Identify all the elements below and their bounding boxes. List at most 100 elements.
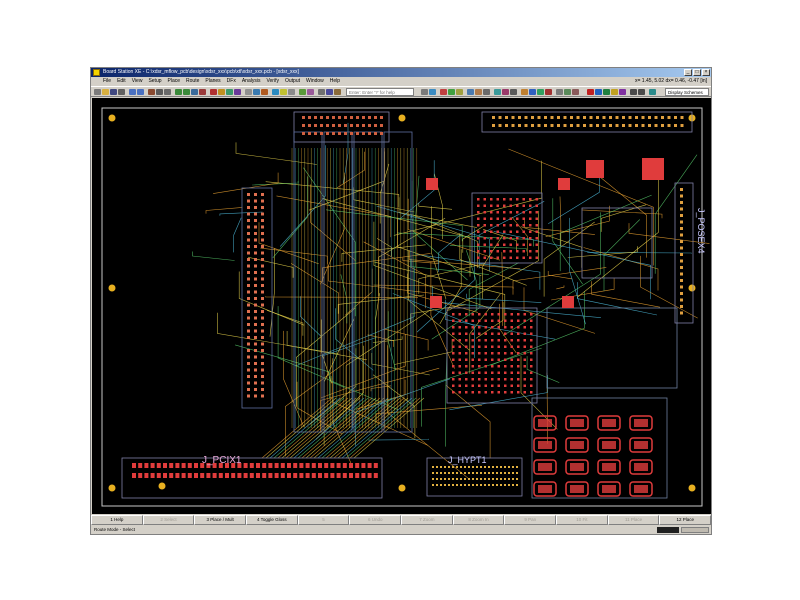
place-icon[interactable] <box>218 89 225 95</box>
stop-icon[interactable] <box>545 89 552 95</box>
add-via-icon[interactable] <box>619 89 626 95</box>
add-trace-icon[interactable] <box>611 89 618 95</box>
save-icon[interactable] <box>110 89 117 95</box>
copy-icon[interactable] <box>156 89 163 95</box>
autoroute-icon[interactable] <box>529 89 536 95</box>
fkey-8[interactable]: 8 Zoom In <box>452 515 505 525</box>
paste-icon[interactable] <box>164 89 171 95</box>
maximize-button[interactable]: □ <box>693 69 701 76</box>
fkey-10[interactable]: 10 Fit <box>556 515 608 525</box>
grid-icon[interactable] <box>245 89 252 95</box>
menu-dfx[interactable]: DFx <box>226 78 236 84</box>
redraw-icon[interactable] <box>199 89 206 95</box>
fanout-trace <box>285 397 357 459</box>
fkey-4[interactable]: 4 Toggle Gloss <box>246 515 298 525</box>
pcb-canvas[interactable]: J_PCIX1 J_HYPT1 J_POSEX4 <box>92 98 712 514</box>
filter-icon[interactable] <box>440 89 447 95</box>
menu-edit[interactable]: Edit <box>117 78 126 84</box>
menu-route[interactable]: Route <box>186 78 200 84</box>
fanout-icon[interactable] <box>299 89 306 95</box>
layer-icon[interactable] <box>272 89 279 95</box>
route-icon[interactable] <box>226 89 233 95</box>
new-icon[interactable] <box>94 89 101 95</box>
menu-file[interactable]: File <box>103 78 112 84</box>
menu-verify[interactable]: Verify <box>266 78 279 84</box>
via-icon[interactable] <box>288 89 295 95</box>
layer-up-icon[interactable] <box>630 89 637 95</box>
clear-highlight-icon[interactable] <box>587 89 594 95</box>
trace <box>408 250 470 351</box>
cut-icon[interactable] <box>148 89 155 95</box>
history-icon[interactable] <box>421 89 428 95</box>
lock-icon[interactable] <box>510 89 517 95</box>
bga-ball <box>523 384 526 387</box>
fkey-9[interactable]: 9 Pan <box>504 515 557 525</box>
drc-icon[interactable] <box>261 89 268 95</box>
properties-icon[interactable] <box>318 89 325 95</box>
print-icon[interactable] <box>118 89 125 95</box>
net-icon[interactable] <box>280 89 287 95</box>
fkey-3[interactable]: 3 Place / Mult <box>194 515 247 525</box>
undo-icon[interactable] <box>129 89 136 95</box>
menu-place[interactable]: Place <box>167 78 181 84</box>
display-control-icon[interactable] <box>649 89 656 95</box>
fkey-6[interactable]: 6 Undo <box>349 515 402 525</box>
flip-icon[interactable] <box>483 89 490 95</box>
menu-planes[interactable]: Planes <box>205 78 221 84</box>
previous-view-icon[interactable] <box>572 89 579 95</box>
fkey-7[interactable]: 7 Zoom <box>401 515 453 525</box>
query-icon[interactable] <box>326 89 333 95</box>
sketch-route-icon[interactable] <box>603 89 610 95</box>
pcb-layout[interactable]: J_PCIX1 J_HYPT1 J_POSEX4 <box>92 98 712 514</box>
bga-ball <box>523 352 526 355</box>
open-icon[interactable] <box>102 89 109 95</box>
bga-ball <box>477 217 480 220</box>
gloss-icon[interactable] <box>521 89 528 95</box>
menu-output[interactable]: Output <box>284 78 300 84</box>
fkey-12[interactable]: 12 Place <box>659 515 711 525</box>
title-bar[interactable]: Board Station XE - C:\xdsr_mflow_pcb\des… <box>91 68 711 77</box>
left-pin <box>247 368 250 372</box>
menu-setup[interactable]: Setup <box>148 78 162 84</box>
menu-help[interactable]: Help <box>329 78 341 84</box>
pan-icon[interactable] <box>556 89 563 95</box>
minimize-button[interactable]: _ <box>684 69 692 76</box>
hypt-pin <box>432 478 434 480</box>
glue-icon[interactable] <box>502 89 509 95</box>
plane-icon[interactable] <box>234 89 241 95</box>
rotate-icon[interactable] <box>475 89 482 95</box>
fit-view-icon[interactable] <box>191 89 198 95</box>
bga-ball <box>471 326 474 329</box>
plow-icon[interactable] <box>537 89 544 95</box>
layer-down-icon[interactable] <box>638 89 645 95</box>
redo-icon[interactable] <box>137 89 144 95</box>
highlight-icon[interactable] <box>210 89 217 95</box>
tune-icon[interactable] <box>307 89 314 95</box>
cross-probe-icon[interactable] <box>595 89 602 95</box>
display-scheme-select[interactable]: Display Schemes <box>665 88 709 96</box>
zoom-area-icon[interactable] <box>564 89 571 95</box>
left-pin <box>254 271 257 274</box>
bga-ball <box>478 345 481 348</box>
zoom-out-icon[interactable] <box>183 89 190 95</box>
bga-ball <box>452 332 455 335</box>
fkey-2[interactable]: 2 Select <box>142 515 195 525</box>
bga-ball <box>478 358 481 361</box>
menu-window[interactable]: Window <box>306 78 324 84</box>
swap-icon[interactable] <box>467 89 474 95</box>
command-input[interactable] <box>346 88 414 96</box>
hypt-pin <box>440 484 442 486</box>
align-icon[interactable] <box>494 89 501 95</box>
zoom-in-icon[interactable] <box>175 89 182 95</box>
fkey-5[interactable]: 5 <box>297 515 350 525</box>
menu-view[interactable]: View <box>131 78 143 84</box>
close-button[interactable]: × <box>702 69 710 76</box>
menu-analysis[interactable]: Analysis <box>241 78 261 84</box>
fkey-11[interactable]: 11 Place <box>607 515 660 525</box>
measure-icon[interactable] <box>253 89 260 95</box>
fkey-1[interactable]: 1 Help <box>91 515 143 525</box>
select-all-icon[interactable] <box>448 89 455 95</box>
unselect-icon[interactable] <box>456 89 463 95</box>
report-icon[interactable] <box>334 89 341 95</box>
scheme-icon[interactable] <box>429 89 436 95</box>
